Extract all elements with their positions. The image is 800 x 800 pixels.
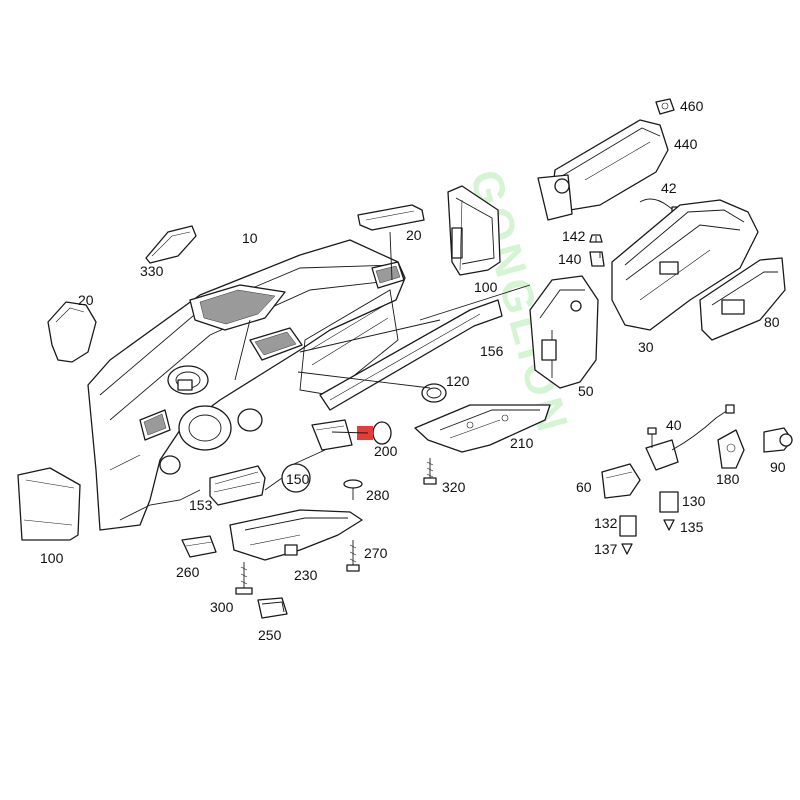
callout-10: 10 bbox=[242, 230, 258, 246]
part-60-connector bbox=[601, 463, 641, 499]
part-180-bezel bbox=[717, 429, 745, 469]
callout-260: 260 bbox=[176, 564, 200, 580]
part-40-switch bbox=[645, 404, 735, 471]
part-230-lower-bracket bbox=[229, 509, 363, 561]
part-20-left-endcap bbox=[47, 301, 97, 363]
callout-150: 150 bbox=[286, 471, 310, 487]
part-300-screw bbox=[235, 562, 253, 595]
part-90-lock-cylinder bbox=[763, 427, 793, 453]
leader-lines bbox=[234, 231, 601, 491]
callout-230: 230 bbox=[294, 567, 318, 583]
part-50-hinge-assembly bbox=[529, 275, 599, 389]
part-137-pin bbox=[621, 543, 633, 555]
part-135-pin bbox=[663, 519, 675, 531]
part-132-block bbox=[619, 515, 637, 537]
callout-labels: 460 440 42 142 140 80 30 50 100 20 10 33… bbox=[40, 98, 786, 643]
callout-60: 60 bbox=[576, 479, 592, 495]
part-156-trim-strip bbox=[319, 299, 503, 411]
part-210-bracket bbox=[414, 404, 551, 453]
callout-132: 132 bbox=[594, 515, 618, 531]
callout-200: 200 bbox=[374, 443, 398, 459]
callout-130: 130 bbox=[682, 493, 706, 509]
part-120-speaker bbox=[421, 383, 447, 403]
callout-270: 270 bbox=[364, 545, 388, 561]
part-250-connector bbox=[257, 597, 288, 619]
callout-250: 250 bbox=[258, 627, 282, 643]
part-100-right-panel bbox=[447, 185, 501, 276]
part-153-trim bbox=[209, 465, 266, 506]
part-140-clip bbox=[589, 251, 605, 267]
part-30-glovebox bbox=[611, 199, 759, 331]
callout-40: 40 bbox=[666, 417, 682, 433]
part-330-trim bbox=[145, 225, 197, 264]
callout-50: 50 bbox=[578, 383, 594, 399]
callout-153: 153 bbox=[189, 497, 213, 513]
part-10-dashboard-carrier bbox=[87, 239, 406, 531]
callout-80: 80 bbox=[764, 314, 780, 330]
part-280-screw bbox=[343, 479, 363, 500]
callout-300: 300 bbox=[210, 599, 234, 615]
callout-280: 280 bbox=[366, 487, 390, 503]
callout-156: 156 bbox=[480, 343, 504, 359]
part-130-block bbox=[659, 491, 679, 513]
part-200-clip bbox=[311, 419, 392, 451]
part-20-top-cover bbox=[357, 204, 425, 231]
callout-42: 42 bbox=[661, 180, 677, 196]
callout-180: 180 bbox=[716, 471, 740, 487]
callout-100-top: 100 bbox=[474, 279, 498, 295]
part-80-glovebox-latch bbox=[699, 257, 786, 341]
callout-20-top: 20 bbox=[406, 227, 422, 243]
callout-100-left: 100 bbox=[40, 550, 64, 566]
callout-330: 330 bbox=[140, 263, 164, 279]
callout-137: 137 bbox=[594, 541, 618, 557]
part-460-nut bbox=[655, 98, 675, 115]
callout-460: 460 bbox=[680, 98, 704, 114]
part-270-screw bbox=[346, 540, 360, 572]
callout-135: 135 bbox=[680, 519, 704, 535]
part-320-screw bbox=[423, 458, 437, 485]
callout-210: 210 bbox=[510, 435, 534, 451]
callout-120: 120 bbox=[446, 373, 470, 389]
callout-20-left: 20 bbox=[78, 292, 94, 308]
callout-30: 30 bbox=[638, 339, 654, 355]
callout-90: 90 bbox=[770, 459, 786, 475]
callout-320: 320 bbox=[442, 479, 466, 495]
callout-142: 142 bbox=[562, 228, 586, 244]
part-100-left-panel bbox=[17, 467, 81, 541]
callout-440: 440 bbox=[674, 136, 698, 152]
part-260-clip bbox=[181, 535, 217, 558]
callout-140: 140 bbox=[558, 251, 582, 267]
part-440-airbag bbox=[537, 119, 669, 221]
